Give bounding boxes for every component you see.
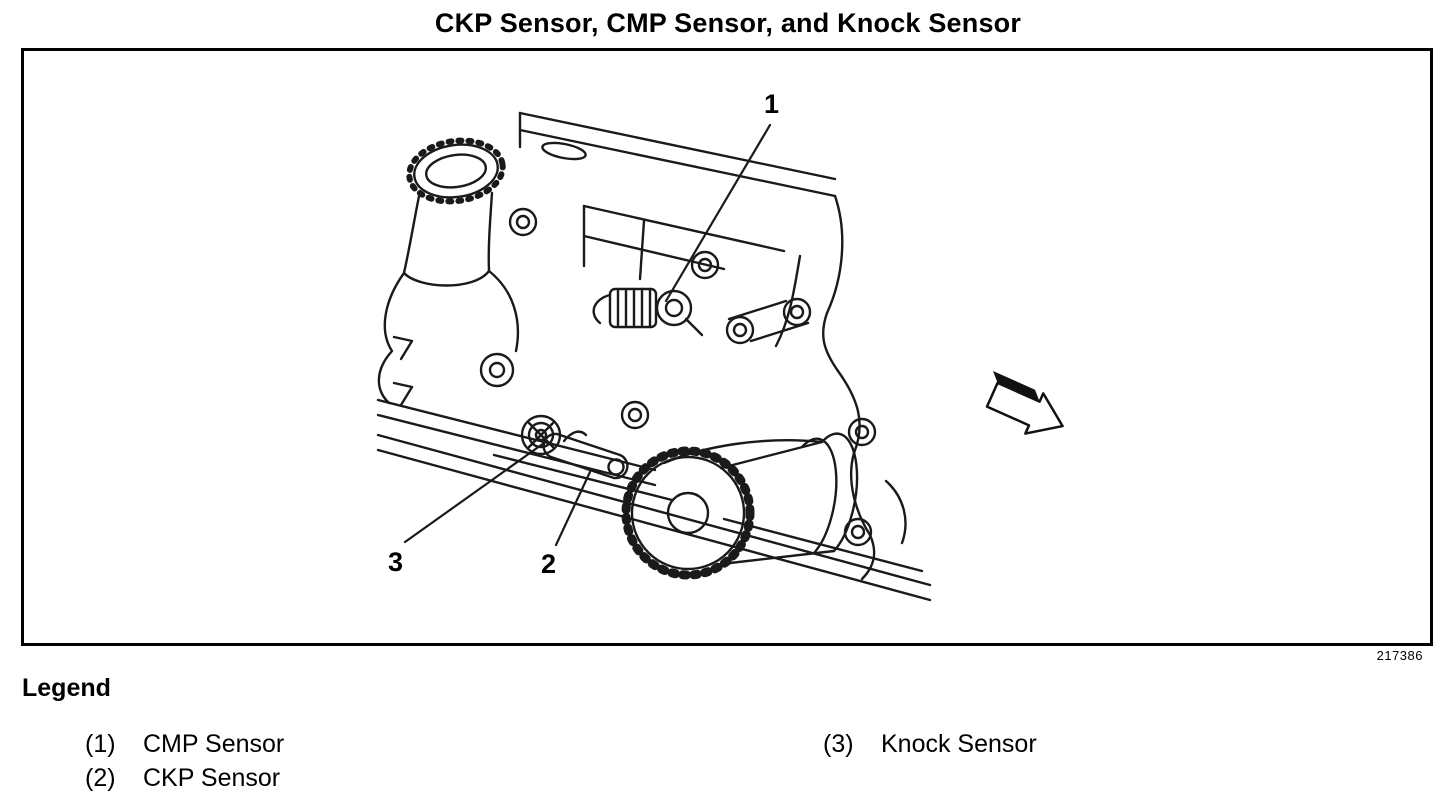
legend-column-right: (3) Knock Sensor — [823, 727, 1037, 761]
engine-block-lines — [376, 111, 932, 602]
legend-item: (3) Knock Sensor — [823, 727, 1037, 761]
callout-3-leader — [403, 441, 546, 544]
legend-item-label: CKP Sensor — [143, 764, 281, 792]
legend-item-index: (3) — [823, 730, 854, 758]
figure-frame: 1 2 3 — [21, 48, 1433, 646]
legend-item-index: (1) — [85, 730, 116, 758]
legend-item: (1) CMP Sensor — [85, 727, 284, 761]
oil-filler-neck — [377, 137, 520, 405]
cmp-sensor — [592, 287, 704, 337]
callout-3: 3 — [388, 547, 404, 577]
oil-filter — [621, 432, 859, 580]
legend-heading: Legend — [22, 674, 111, 702]
legend-item: (2) CKP Sensor — [85, 761, 284, 795]
figure-title: CKP Sensor, CMP Sensor, and Knock Sensor — [434, 8, 1022, 38]
legend-column-left: (1) CMP Sensor (2) CKP Sensor — [85, 727, 284, 795]
legend-item-index: (2) — [85, 764, 116, 792]
callout-leader-lines — [403, 123, 772, 547]
callout-1: 1 — [764, 89, 780, 119]
callout-1-leader — [664, 123, 772, 303]
callout-2-leader — [554, 470, 592, 547]
legend-item-label: Knock Sensor — [881, 730, 1037, 758]
callout-2: 2 — [541, 549, 557, 579]
legend-item-label: CMP Sensor — [143, 730, 285, 758]
figure-number: 217386 — [1376, 648, 1423, 663]
engine-diagram — [376, 111, 1064, 602]
ckp-sensor — [542, 430, 629, 480]
direction-arrow-icon — [985, 371, 1064, 435]
